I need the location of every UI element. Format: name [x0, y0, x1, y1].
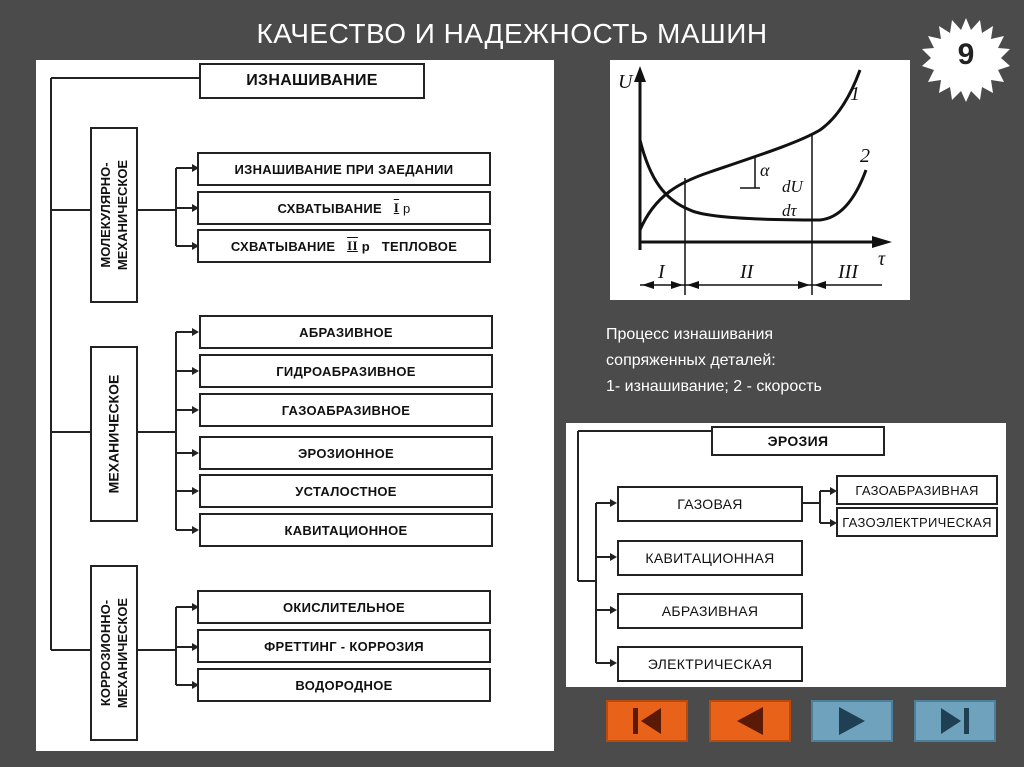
roman-mark: II [347, 238, 358, 253]
corrosion-mechanical-group: КОРРОЗИОННО-МЕХАНИЧЕСКОЕ [90, 565, 138, 741]
caption-line: 1- изнашивание; 2 - скорость [606, 378, 822, 395]
stage-label: I [657, 261, 666, 283]
wear-curve-1 [638, 69, 862, 231]
caption-line: сопряженных деталей: [606, 352, 776, 369]
wear-item: ОКИСЛИТЕЛЬНОЕ [197, 590, 491, 624]
erosion-item: ЭЛЕКТРИЧЕСКАЯ [617, 646, 803, 682]
wear-item: КАВИТАЦИОННОЕ [199, 513, 493, 547]
curve-1-label: 1 [850, 83, 860, 105]
group-label: МЕХАНИЧЕСКОЕ [115, 159, 130, 271]
group-label: КОРРОЗИОННО- [98, 599, 113, 707]
y-axis-label: U [618, 71, 634, 93]
erosion-subitem: ГАЗОЭЛЕКТРИЧЕСКАЯ [836, 507, 998, 537]
wear-item: ИЗНАШИВАНИЕ ПРИ ЗАЕДАНИИ [197, 152, 491, 186]
erosion-subitem: ГАЗОАБРАЗИВНАЯ [836, 475, 998, 505]
next-slide-icon [811, 700, 893, 742]
wear-item: СХВАТЫВАНИЕ II р ТЕПЛОВОЕ [197, 229, 491, 263]
group-label: МЕХАНИЧЕСКОЕ [115, 597, 130, 709]
wear-connector-lines [50, 77, 200, 689]
slide-title: КАЧЕСТВО И НАДЕЖНОСТЬ МАШИН [256, 18, 768, 49]
stage-label: II [739, 261, 755, 283]
x-axis-label: τ [878, 248, 886, 270]
wear-item: СХВАТЫВАНИЕ I р [197, 191, 491, 225]
wear-item-label: СХВАТЫВАНИЕ [230, 238, 336, 254]
previous-slide-icon [709, 700, 791, 742]
wear-graph-panel [610, 60, 910, 300]
erosion-item: АБРАЗИВНАЯ [617, 593, 803, 629]
first-slide-button[interactable] [606, 700, 688, 742]
molecular-mechanical-group: МОЛЕКУЛЯРНО-МЕХАНИЧЕСКОЕ [90, 127, 138, 303]
wear-item-suffix: р [403, 200, 411, 216]
stage-label: III [837, 261, 859, 283]
wear-rate-curve-2 [638, 139, 868, 222]
last-slide-icon [914, 700, 996, 742]
erosion-connector-lines [577, 430, 837, 667]
group-label: МОЛЕКУЛЯРНО- [98, 162, 113, 268]
first-slide-icon [606, 700, 688, 742]
erosion-item: ГАЗОВАЯ [617, 486, 803, 522]
wear-item: ВОДОРОДНОЕ [197, 668, 491, 702]
group-label: МЕХАНИЧЕСКОЕ [105, 374, 122, 494]
page-number: 9 [957, 38, 975, 71]
wear-item: УСТАЛОСТНОЕ [199, 474, 493, 508]
next-slide-button[interactable] [811, 700, 893, 742]
graph-caption: Процесс изнашивания сопряженных деталей:… [606, 322, 822, 400]
page-number-badge [922, 18, 1010, 102]
wear-item-label: СХВАТЫВАНИЕ [277, 200, 382, 216]
last-slide-button[interactable] [914, 700, 996, 742]
wear-item: АБРАЗИВНОЕ [199, 315, 493, 349]
wear-root-box: ИЗНАШИВАНИЕ [199, 63, 425, 99]
wear-item: ЭРОЗИОННОЕ [199, 436, 493, 470]
wear-item: ФРЕТТИНГ - КОРРОЗИЯ [197, 629, 491, 663]
wear-graph: U τ 1 2 α dU dτ I II III [618, 66, 892, 295]
erosion-root-box: ЭРОЗИЯ [711, 426, 885, 456]
derivative-numerator: dU [782, 177, 805, 196]
curve-2-label: 2 [860, 145, 870, 167]
mechanical-group: МЕХАНИЧЕСКОЕ [90, 346, 138, 522]
erosion-item: КАВИТАЦИОННАЯ [617, 540, 803, 576]
angle-label: α [760, 160, 770, 180]
derivative-denominator: dτ [782, 201, 798, 220]
wear-item-suffix: р ТЕПЛОВОЕ [361, 238, 458, 254]
wear-item: ГИДРОАБРАЗИВНОЕ [199, 354, 493, 388]
wear-item: ГАЗОАБРАЗИВНОЕ [199, 393, 493, 427]
previous-slide-button[interactable] [709, 700, 791, 742]
caption-line: Процесс изнашивания [606, 326, 774, 343]
roman-mark: I [393, 200, 400, 215]
